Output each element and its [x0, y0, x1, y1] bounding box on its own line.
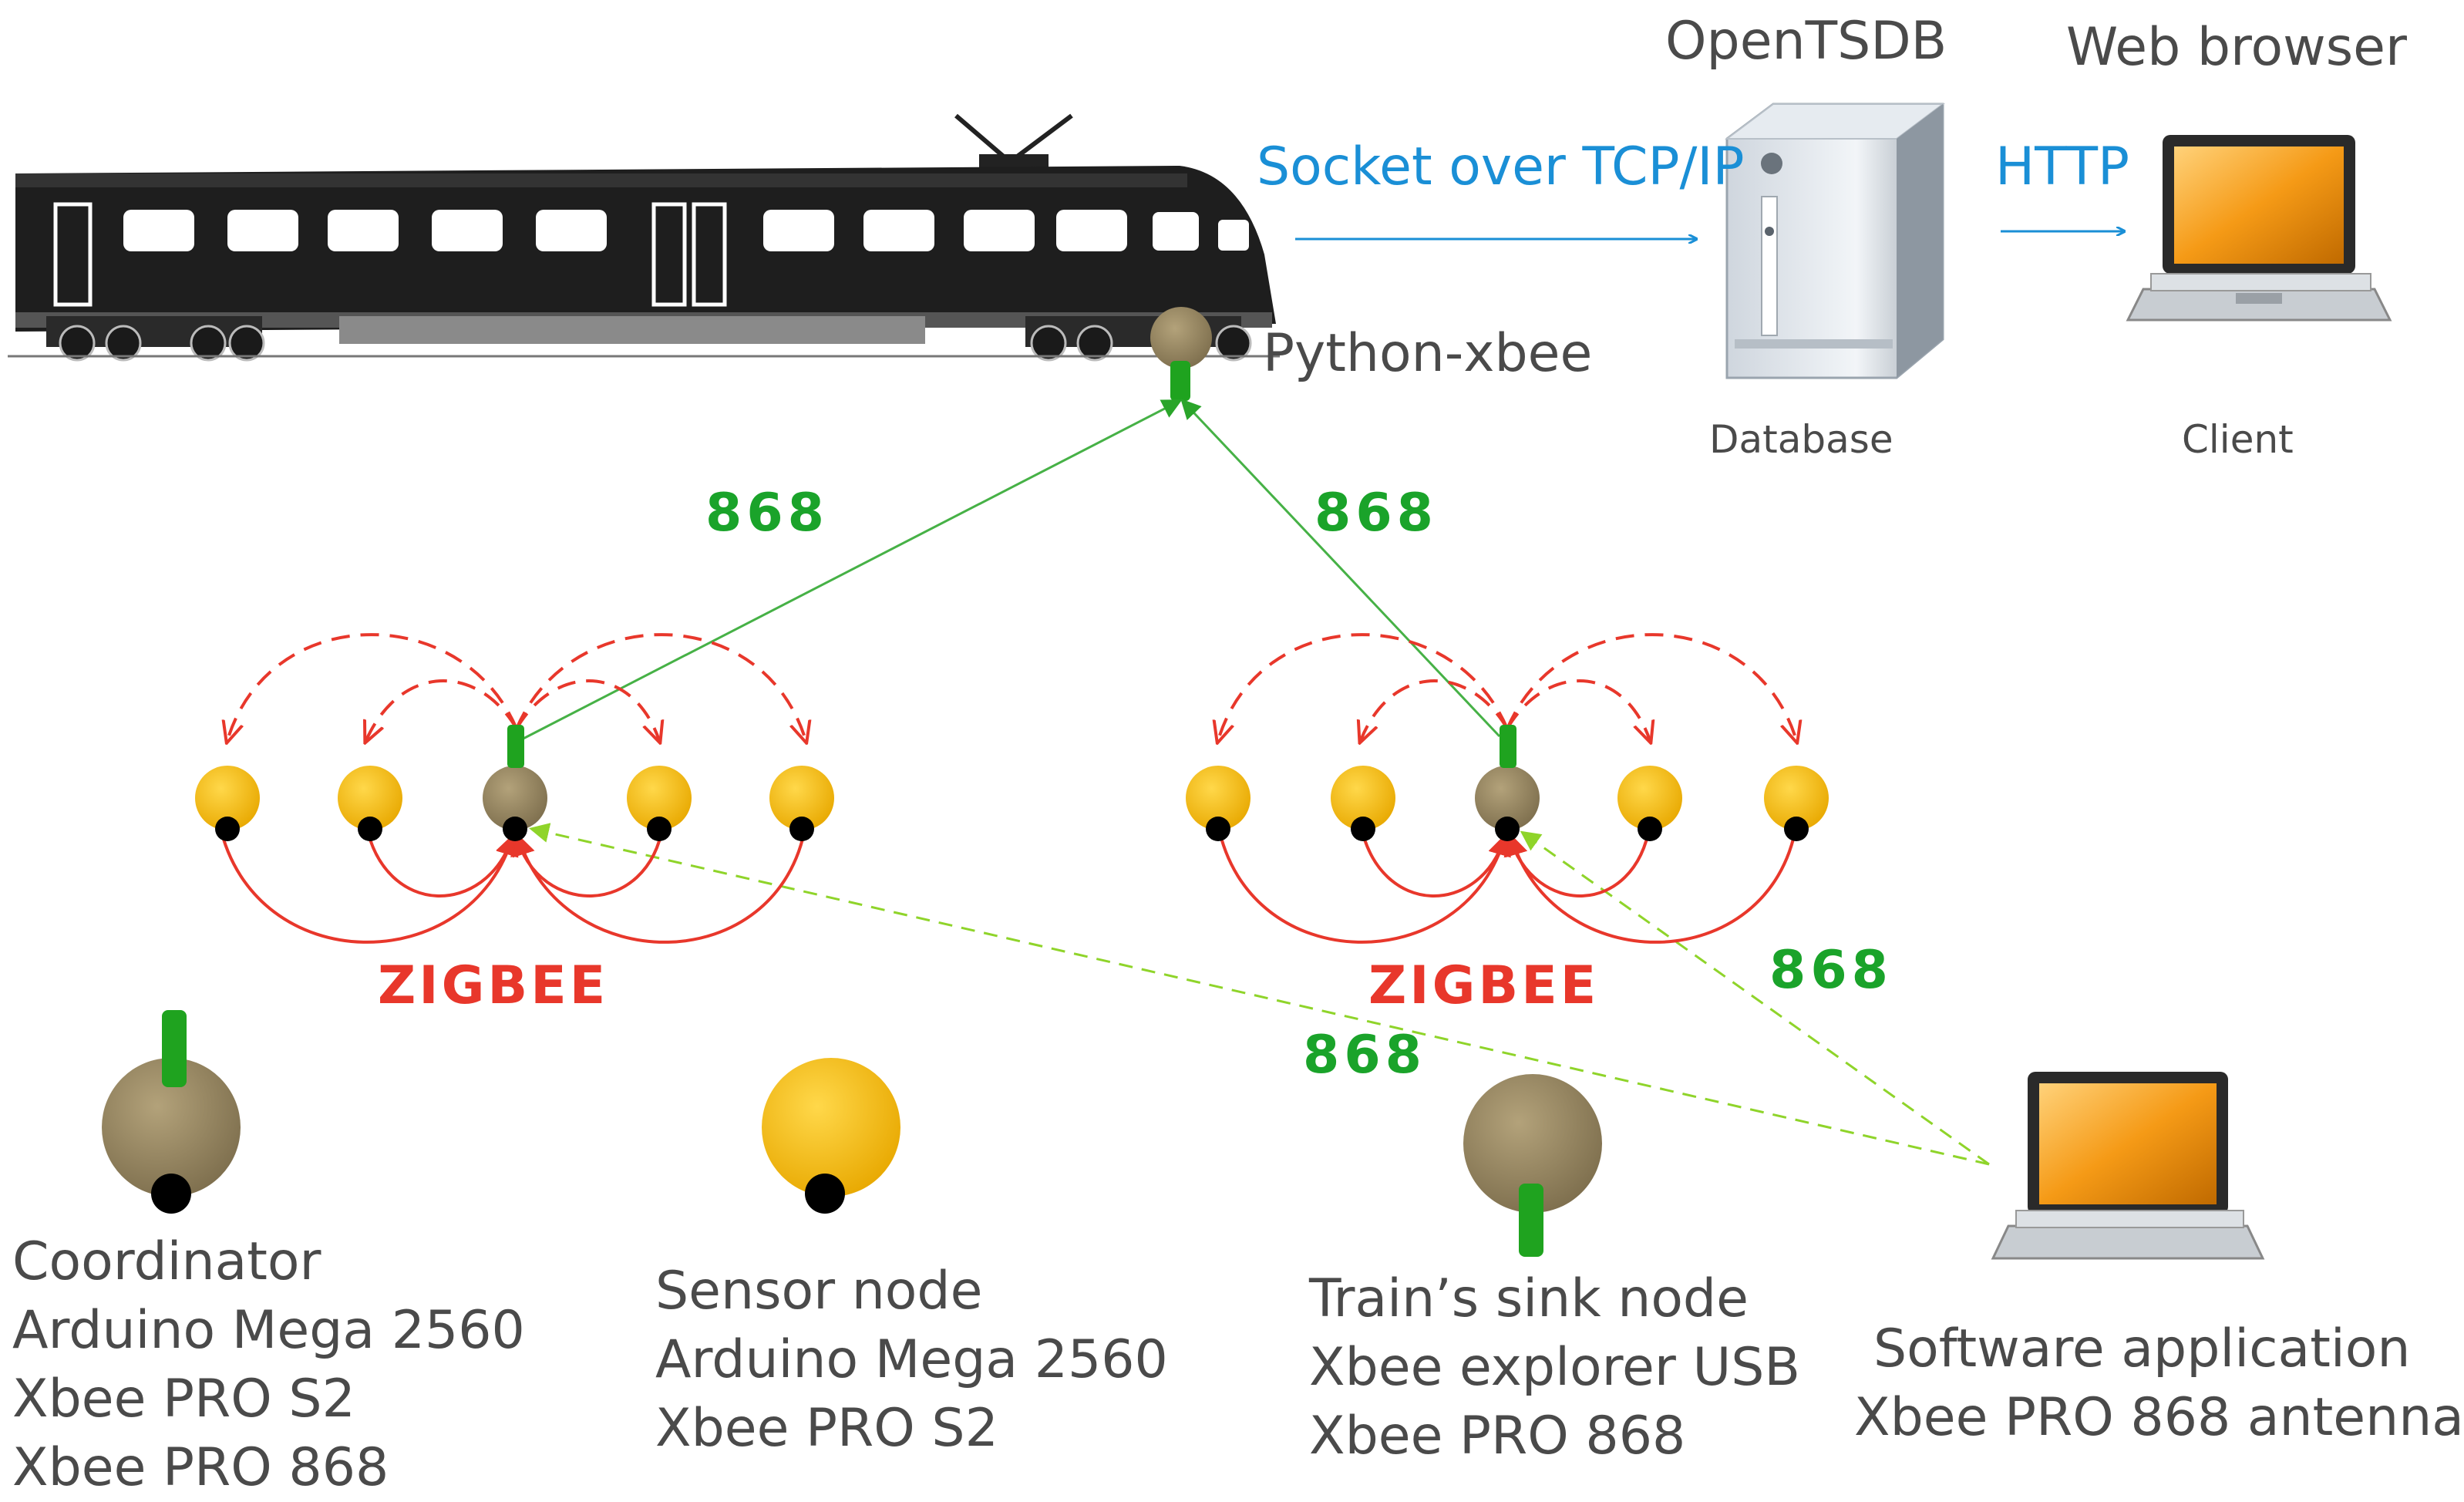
client-label: Client [2182, 417, 2294, 462]
sink-legend-icon [1463, 1074, 1602, 1257]
train-icon [8, 113, 1280, 362]
legend-line: Coordinator [12, 1231, 321, 1292]
sensor-legend-icon [762, 1058, 900, 1214]
zigbee-broadcast-right [1218, 633, 1796, 740]
python-xbee-label: Python-xbee [1263, 323, 1593, 384]
legend-line: Xbee PRO 868 [12, 1437, 389, 1498]
sensor-node-icon [1617, 766, 1682, 841]
sink-legend-text: Train’s sink node Xbee explorer USB Xbee… [1309, 1265, 1800, 1470]
web-browser-label: Web browser [2066, 17, 2407, 78]
sensor-node-icon [1186, 766, 1251, 841]
zigbee-report-left [218, 824, 807, 944]
legend-line: Xbee PRO 868 antenna [1854, 1387, 2464, 1448]
freq-868-dashed-right: 868 [1769, 940, 1893, 1001]
sensor-node-icon [338, 766, 402, 841]
software-legend-text: Software application Xbee PRO 868 antenn… [1854, 1315, 2464, 1452]
zigbee-broadcast-left [227, 633, 806, 740]
sensor-node-icon [769, 766, 834, 841]
link-868-left [512, 399, 1183, 746]
legend-line: Arduino Mega 2560 [655, 1329, 1168, 1390]
http-label: HTTP [1995, 136, 2130, 197]
legend-line: Xbee explorer USB [1309, 1337, 1801, 1398]
socket-label: Socket over TCP/IP [1257, 136, 1745, 197]
coordinator-node-icon [483, 725, 547, 841]
zigbee-left-label: ZIGBEE [378, 955, 609, 1016]
sensor-node-icon [1331, 766, 1395, 841]
legend-line: Xbee PRO 868 [1309, 1406, 1686, 1467]
sensor-legend-text: Sensor node Arduino Mega 2560 Xbee PRO S… [655, 1257, 1168, 1463]
legend-line: Arduino Mega 2560 [12, 1300, 525, 1361]
legend-line: Train’s sink node [1309, 1268, 1749, 1329]
server-icon [1725, 103, 1945, 379]
opentsdb-label: OpenTSDB [1665, 11, 1947, 72]
link-868-right [1180, 399, 1501, 738]
legend-line: Sensor node [655, 1261, 983, 1322]
coordinator-legend-icon [102, 1010, 241, 1214]
legend-line: Xbee PRO S2 [655, 1398, 998, 1459]
sensor-node-icon [195, 766, 260, 841]
laptop-icon [1991, 1072, 2265, 1260]
dashed-link-right [1520, 830, 1990, 1166]
train-sink-node-icon [1150, 307, 1212, 401]
freq-868-dashed-left: 868 [1303, 1025, 1426, 1086]
sensor-node-icon [1764, 766, 1829, 841]
dashed-link-left [529, 823, 1990, 1166]
coordinator-legend-text: Coordinator Arduino Mega 2560 Xbee PRO S… [12, 1228, 525, 1502]
zigbee-right-label: ZIGBEE [1368, 955, 1600, 1016]
freq-868-right: 868 [1314, 483, 1438, 544]
legend-line: Xbee PRO S2 [12, 1369, 355, 1430]
freq-868-left: 868 [705, 483, 829, 544]
database-label: Database [1709, 417, 1893, 462]
zigbee-report-right [1217, 824, 1798, 944]
legend-line: Software application [1873, 1318, 2411, 1379]
laptop-icon [2126, 135, 2392, 322]
sensor-node-icon [627, 766, 692, 841]
coordinator-node-icon [1475, 725, 1540, 841]
